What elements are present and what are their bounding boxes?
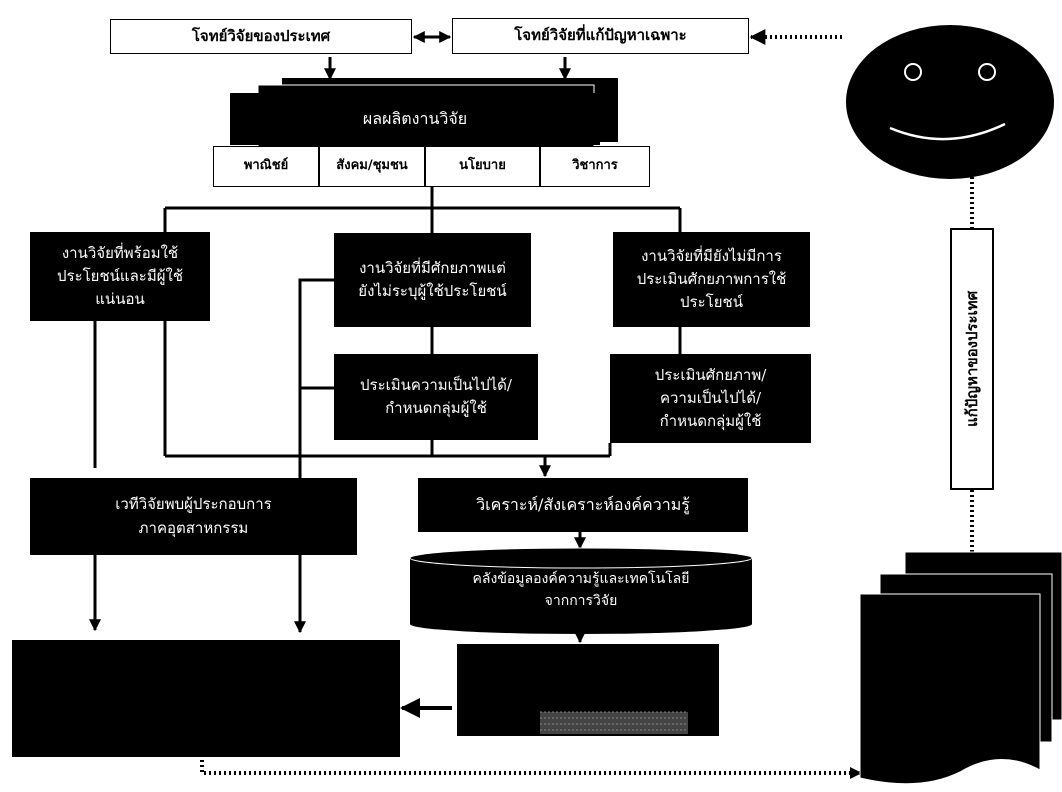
dotted-bottom-arrowhead — [850, 767, 862, 779]
output-tab-academic: วิชาการ — [540, 146, 650, 187]
database-label-box: คลังข้อมูลองค์ความรู้และเทคโนโลยี จากการ… — [412, 562, 750, 620]
specific-problems-label: โจทย์วิจัยที่แก้ปัญหาเฉพาะ — [514, 26, 687, 45]
database-cylinder — [409, 547, 753, 634]
final-outcome-box — [12, 640, 400, 757]
knowledge-analysis-label: วิเคราะห์/สังเคราะห์องค์ความรู้ — [476, 494, 690, 514]
lower-data-block — [457, 644, 719, 736]
national-problems-box: โจทย์วิจัยของประเทศ — [110, 19, 412, 54]
industry-forum-box: เวทีวิจัยพบผู้ประกอบการ ภาคอุตสาหกรรม — [30, 478, 357, 555]
research-output-title: ผลผลิตงานวิจัย — [362, 108, 468, 128]
output-tab-commerce: พาณิชย์ — [213, 146, 319, 187]
knowledge-analysis-box: วิเคราะห์/สังเคราะห์องค์ความรู้ — [418, 478, 748, 532]
national-problems-label: โจทย์วิจัยของประเทศ — [191, 26, 331, 45]
unassessed-research-label: งานวิจัยที่มียังไม่มีการ ประเมินศักยภาพก… — [636, 246, 787, 312]
feasibility-eval-label: ประเมินความเป็นไปได้/ กำหนดกลุ่มผู้ใช้ — [360, 375, 512, 417]
output-tab-policy: นโยบาย — [425, 146, 540, 187]
ready-research-box: งานวิจัยที่พร้อมใช้ ประโยชน์และมีผู้ใช้ … — [30, 232, 210, 321]
industry-forum-label: เวทีวิจัยพบผู้ประกอบการ ภาคอุตสาหกรรม — [115, 495, 272, 537]
potential-research-box: งานวิจัยที่มีศักยภาพแต่ ยังไม่ระบุผู้ใช้… — [334, 233, 531, 327]
smiley-face-icon — [846, 25, 1054, 179]
document-stack-icon — [859, 551, 1062, 785]
potential-feasibility-eval-label: ประเมินศักยภาพ/ ความเป็นไปได้/ กำหนดกลุ่… — [654, 365, 767, 431]
potential-research-label: งานวิจัยที่มีศักยภาพแต่ ยังไม่ระบุผู้ใช้… — [358, 258, 507, 300]
ready-research-label: งานวิจัยที่พร้อมใช้ ประโยชน์และมีผู้ใช้ … — [56, 243, 183, 309]
solve-national-problems-label: แก้ปัญหาของประเทศ — [950, 228, 994, 490]
feasibility-eval-box: ประเมินความเป็นไปได้/ กำหนดกลุ่มผู้ใช้ — [334, 354, 538, 440]
dotted-bottom-path — [200, 760, 862, 775]
output-tab-society: สังคม/ชุมชน — [319, 146, 425, 187]
database-label: คลังข้อมูลองค์ความรู้และเทคโนโลยี จากการ… — [472, 571, 690, 609]
potential-feasibility-eval-box: ประเมินศักยภาพ/ ความเป็นไปได้/ กำหนดกลุ่… — [610, 354, 811, 443]
research-output-box: ผลผลิตงานวิจัย — [230, 93, 600, 145]
specific-problems-box: โจทย์วิจัยที่แก้ปัญหาเฉพาะ — [452, 18, 749, 54]
unassessed-research-box: งานวิจัยที่มียังไม่มีการ ประเมินศักยภาพก… — [613, 232, 810, 327]
